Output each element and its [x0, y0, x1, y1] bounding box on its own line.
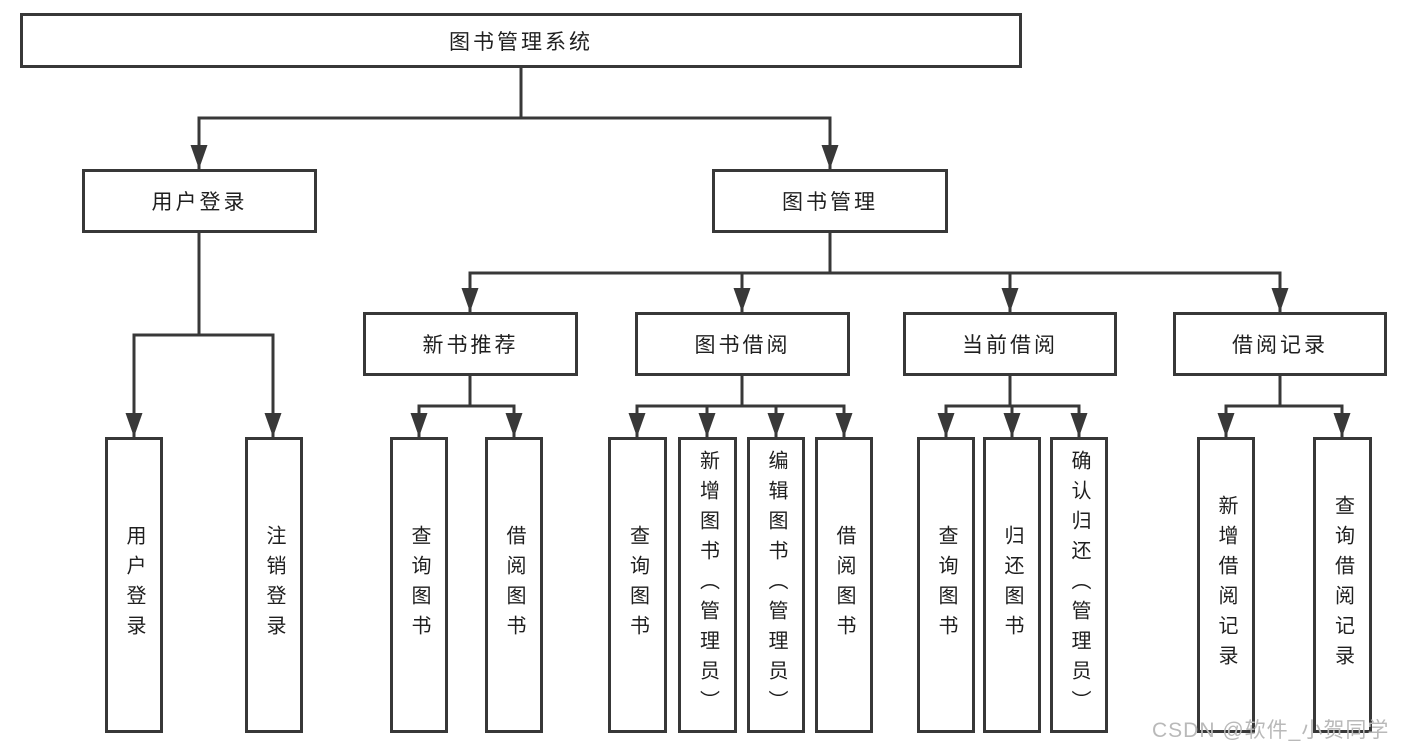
- node-label: 查询借阅记录: [1331, 495, 1354, 675]
- node-label: 归还图书: [1001, 525, 1023, 645]
- node-label: 借阅图书: [503, 525, 525, 645]
- leaf-add-borrow-record: 新增借阅记录: [1197, 437, 1255, 733]
- connector-group-recommend-children: [410, 374, 523, 438]
- node-label: 查询图书: [935, 525, 957, 645]
- node-book-borrowing: 图书借阅: [635, 312, 850, 376]
- node-label: 图书管理系统: [449, 30, 593, 54]
- connector-group-bookmgmt-to-level3: [461, 231, 1289, 313]
- node-label: 编辑图书（管理员）: [765, 450, 787, 720]
- leaf-confirm-return-admin: 确认归还（管理员）: [1050, 437, 1108, 733]
- node-label: 确认归还（管理员）: [1068, 450, 1090, 720]
- leaf-return-books: 归还图书: [983, 437, 1041, 733]
- connector-group-borrow-children: [628, 374, 853, 438]
- node-label: 查询图书: [626, 525, 649, 645]
- leaf-edit-books-admin: 编辑图书（管理员）: [747, 437, 805, 733]
- node-label: 图书管理: [782, 191, 878, 214]
- connector-group-records-children: [1217, 374, 1351, 438]
- leaf-user-login: 用户登录: [105, 437, 163, 733]
- leaf-borrow-books-recommend: 借阅图书: [485, 437, 543, 733]
- leaf-borrow-books: 借阅图书: [815, 437, 873, 733]
- connector-group-userlogin-children: [125, 231, 282, 438]
- node-label: 图书借阅: [694, 334, 791, 357]
- leaf-query-books-current: 查询图书: [917, 437, 975, 733]
- node-label: 查询图书: [408, 525, 430, 645]
- node-label: 新增借阅记录: [1215, 495, 1237, 675]
- node-label: 注销登录: [263, 525, 285, 645]
- node-current-borrowing: 当前借阅: [903, 312, 1117, 376]
- node-label: 新增图书（管理员）: [696, 450, 719, 720]
- node-label: 用户登录: [123, 525, 145, 645]
- node-label: 借阅记录: [1232, 334, 1328, 357]
- connector-group-current-children: [937, 374, 1088, 438]
- node-new-book-recommend: 新书推荐: [363, 312, 578, 376]
- node-label: 用户登录: [151, 191, 248, 214]
- leaf-query-books-borrow: 查询图书: [608, 437, 667, 733]
- node-borrowing-records: 借阅记录: [1173, 312, 1387, 376]
- node-label: 当前借阅: [962, 334, 1058, 357]
- leaf-add-books-admin: 新增图书（管理员）: [678, 437, 737, 733]
- node-book-management: 图书管理: [712, 169, 948, 233]
- node-library-management-system: 图书管理系统: [20, 13, 1022, 68]
- leaf-query-borrow-record: 查询借阅记录: [1313, 437, 1372, 733]
- leaf-logout: 注销登录: [245, 437, 303, 733]
- node-label: 借阅图书: [833, 525, 855, 645]
- leaf-query-books-recommend: 查询图书: [390, 437, 448, 733]
- node-user-login: 用户登录: [82, 169, 317, 233]
- connector-group-root-to-level2: [190, 66, 839, 170]
- node-label: 新书推荐: [422, 334, 519, 357]
- csdn-watermark: CSDN @软件_小贺同学: [1152, 719, 1390, 742]
